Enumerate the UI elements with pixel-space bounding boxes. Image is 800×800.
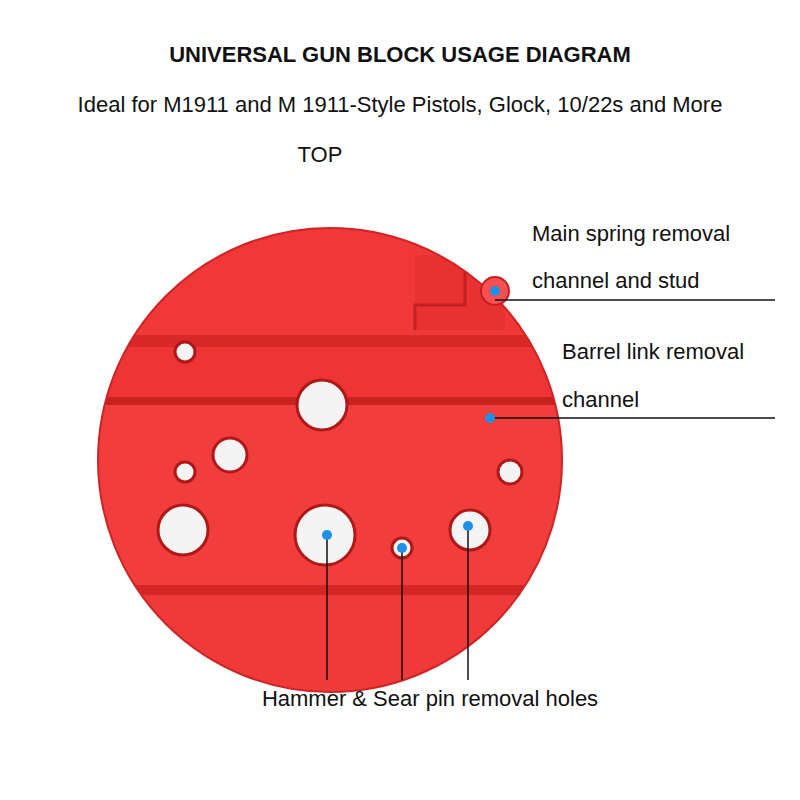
callout-dots xyxy=(322,286,500,553)
title: UNIVERSAL GUN BLOCK USAGE DIAGRAM xyxy=(0,40,800,70)
channel-wall xyxy=(90,335,570,347)
main-spring-stud xyxy=(481,277,509,305)
orientation-label: TOP xyxy=(280,140,360,170)
part-label: Main spring removal channel and stud xyxy=(532,210,777,304)
main-spring-channel xyxy=(415,255,505,330)
subtitle: Ideal for M1911 and M 1911-Style Pistols… xyxy=(0,90,800,120)
part-label: Barrel link removal channel xyxy=(562,328,782,424)
part-label: Hammer & Sear pin removal holes xyxy=(200,684,660,714)
